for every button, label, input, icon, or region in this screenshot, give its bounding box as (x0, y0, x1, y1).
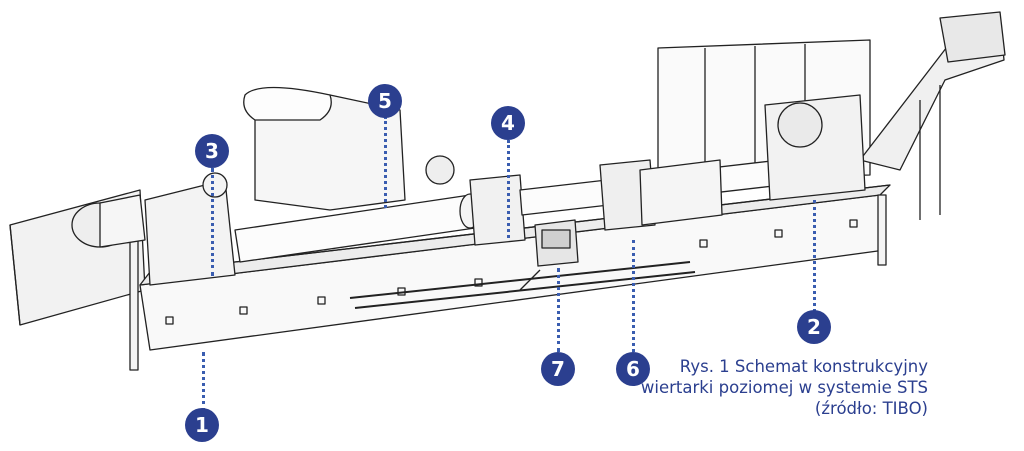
leader-line-7 (557, 268, 560, 352)
marker-3-label: 3 (205, 139, 219, 163)
marker-5-label: 5 (378, 89, 392, 113)
leader-line-5 (384, 116, 387, 208)
leader-line-1 (202, 352, 205, 412)
marker-2-label: 2 (807, 315, 821, 339)
leader-line-6 (632, 240, 635, 352)
leader-line-2 (813, 200, 816, 312)
marker-7-label: 7 (551, 357, 565, 381)
marker-5: 5 (368, 84, 402, 118)
marker-4-label: 4 (501, 111, 515, 135)
steady-rest (469, 174, 526, 246)
leader-line-3 (211, 168, 214, 276)
figure-caption: Rys. 1 Schemat konstrukcyjny wiertarki p… (641, 356, 928, 419)
marker-1: 1 (185, 408, 219, 442)
marker-4: 4 (491, 106, 525, 140)
caption-line-3: (źródło: TIBO) (814, 399, 928, 418)
caption-line-1: Rys. 1 Schemat konstrukcyjny (679, 357, 928, 376)
marker-6: 6 (616, 352, 650, 386)
caption-line-2: wiertarki poziomej w systemie STS (640, 378, 928, 397)
marker-7: 7 (541, 352, 575, 386)
marker-1-label: 1 (195, 413, 209, 437)
marker-3: 3 (195, 134, 229, 168)
marker-6-label: 6 (626, 357, 640, 381)
marker-2: 2 (797, 310, 831, 344)
leader-line-4 (507, 140, 510, 238)
